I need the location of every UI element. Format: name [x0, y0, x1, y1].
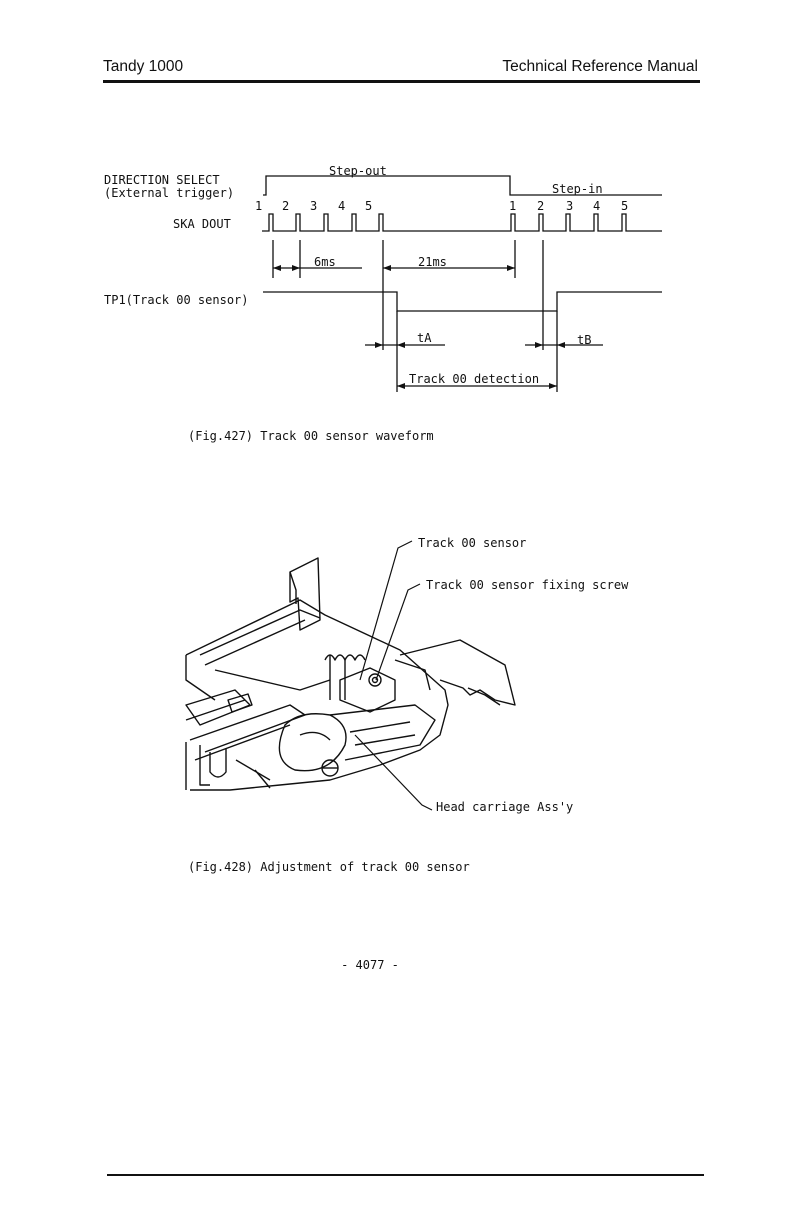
callout-sensor-fixing-screw: Track 00 sensor fixing screw — [426, 578, 629, 592]
tA-label: tA — [417, 331, 432, 345]
tB-label: tB — [577, 333, 591, 347]
direction-select-waveform — [263, 175, 662, 196]
pulse-number-out-2: 2 — [282, 199, 289, 213]
header-rule — [103, 80, 700, 83]
pulse-number-in-1: 1 — [509, 199, 516, 213]
tp1-waveform — [263, 291, 662, 312]
header-title-right: Technical Reference Manual — [502, 58, 698, 75]
pulse-number-in-5: 5 — [621, 199, 628, 213]
header-title-left: Tandy 1000 — [103, 58, 184, 75]
pulse-number-out-5: 5 — [365, 199, 372, 213]
pulse-number-out-1: 1 — [255, 199, 262, 213]
step-out-label: Step-out — [329, 164, 387, 178]
sensor-leader-line — [359, 540, 413, 681]
interval-21ms-label: 21ms — [418, 255, 447, 269]
fig428-caption: (Fig.428) Adjustment of track 00 sensor — [188, 860, 470, 874]
interval-6ms-label: 6ms — [314, 255, 336, 269]
callout-track00-sensor: Track 00 sensor — [418, 536, 527, 550]
callout-head-carriage: Head carriage Ass'y — [436, 800, 574, 814]
track00-sensor-mechanism-illustration — [185, 540, 516, 811]
pulse-number-out-3: 3 — [310, 199, 317, 213]
step-in-label: Step-in — [552, 182, 603, 196]
pulse-number-out-4: 4 — [338, 199, 345, 213]
page-number: - 4077 - — [341, 958, 399, 972]
track00-waveform-diagram: 1 2 3 4 5 1 2 3 4 5 Step-out Step-in 6ms… — [104, 164, 662, 392]
screw-leader-line — [375, 583, 421, 681]
track00-detection-label: Track 00 detection — [409, 372, 539, 386]
pulse-number-in-4: 4 — [593, 199, 600, 213]
ska-dout-waveform — [262, 213, 662, 232]
carriage-leader-line — [354, 734, 433, 811]
direction-select-label: DIRECTION SELECT — [104, 173, 220, 187]
pulse-number-in-3: 3 — [566, 199, 573, 213]
ska-dout-label: SKA DOUT — [173, 217, 231, 231]
footer-rule — [107, 1174, 704, 1176]
tp1-label: TP1(Track 00 sensor) — [104, 293, 249, 307]
pulse-numbers: 1 2 3 4 5 1 2 3 4 5 — [255, 199, 628, 213]
pulse-number-in-2: 2 — [537, 199, 544, 213]
external-trigger-label: (External trigger) — [104, 186, 234, 200]
fig427-caption: (Fig.427) Track 00 sensor waveform — [188, 429, 434, 443]
